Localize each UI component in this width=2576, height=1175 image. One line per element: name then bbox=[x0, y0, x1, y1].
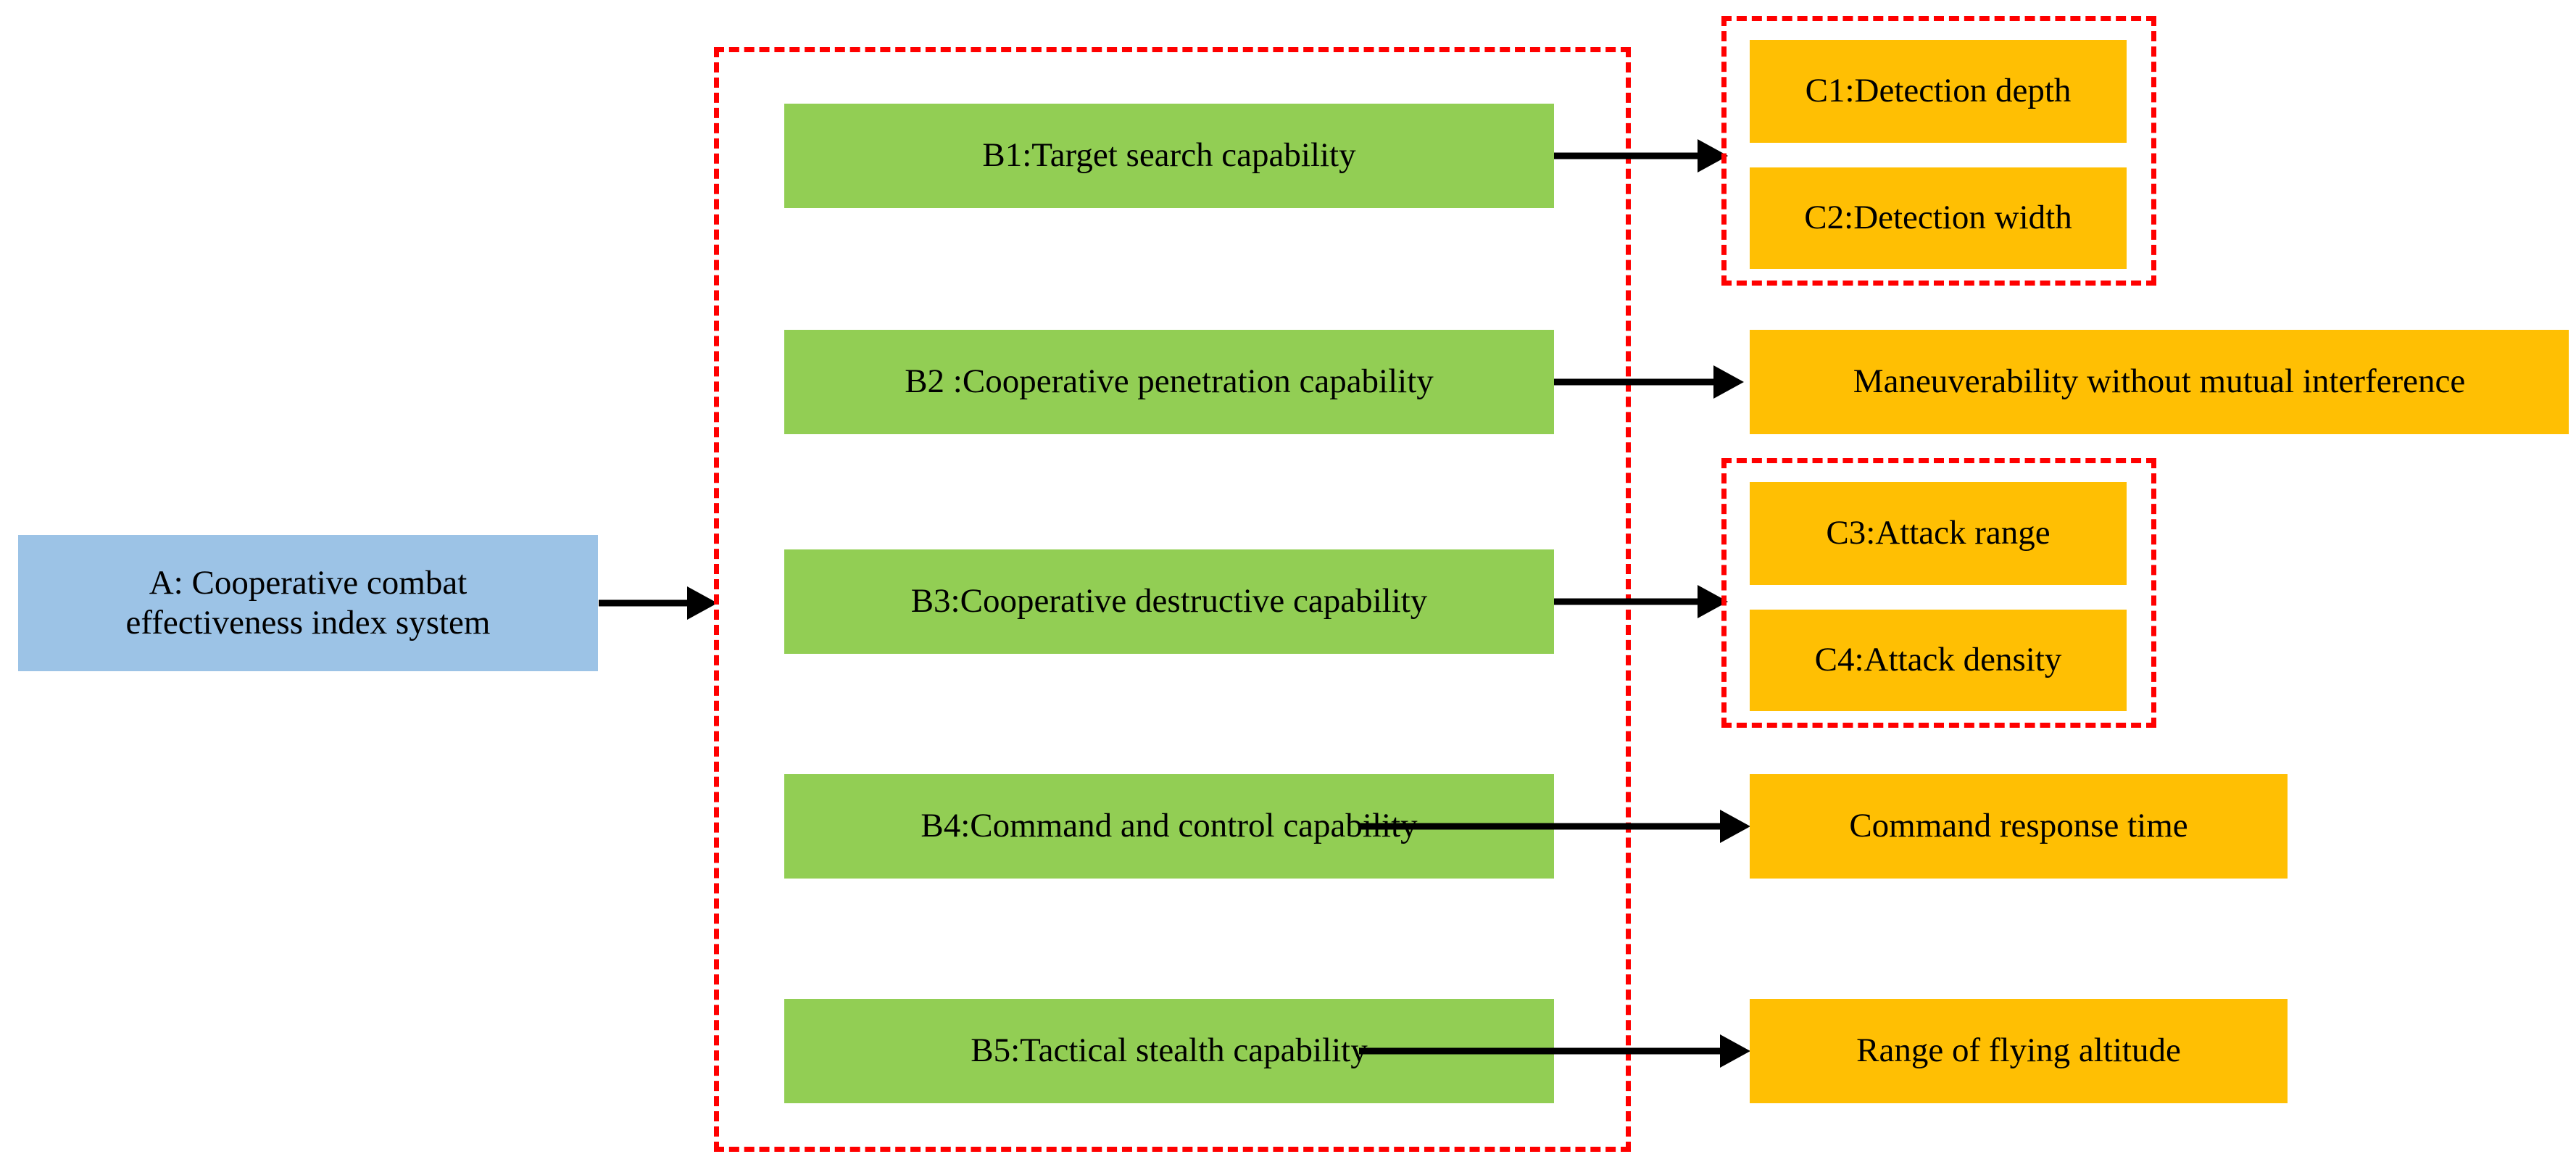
node-range-of-flying-altitude[interactable]: Range of flying altitude bbox=[1750, 999, 2288, 1103]
node-c1[interactable]: C1:Detection depth bbox=[1750, 40, 2127, 143]
node-b5[interactable]: B5:Tactical stealth capability bbox=[784, 999, 1554, 1103]
connector-shaft bbox=[1359, 1047, 1720, 1055]
connector-shaft bbox=[1359, 823, 1720, 830]
node-b1[interactable]: B1:Target search capability bbox=[784, 104, 1554, 208]
node-b4[interactable]: B4:Command and control capability bbox=[784, 774, 1554, 879]
arrowhead-icon bbox=[1720, 810, 1750, 843]
connector-shaft bbox=[1554, 378, 1713, 386]
node-command-response-time[interactable]: Command response time bbox=[1750, 774, 2288, 879]
arrowhead-icon bbox=[1698, 585, 1728, 618]
connector-shaft bbox=[1554, 152, 1698, 159]
connector-shaft bbox=[1554, 598, 1698, 605]
node-b3[interactable]: B3:Cooperative destructive capability bbox=[784, 549, 1554, 654]
arrowhead-icon bbox=[1698, 139, 1728, 173]
node-c3[interactable]: C3:Attack range bbox=[1750, 482, 2127, 585]
connector-shaft bbox=[599, 599, 687, 607]
node-b2[interactable]: B2 :Cooperative penetration capability bbox=[784, 330, 1554, 434]
node-c4[interactable]: C4:Attack density bbox=[1750, 610, 2127, 711]
arrowhead-icon bbox=[687, 586, 718, 620]
node-maneuverability[interactable]: Maneuverability without mutual interfere… bbox=[1750, 330, 2569, 434]
arrowhead-icon bbox=[1720, 1034, 1750, 1068]
node-c2[interactable]: C2:Detection width bbox=[1750, 167, 2127, 269]
arrowhead-icon bbox=[1713, 365, 1744, 399]
node-a-root[interactable]: A: Cooperative combat effectiveness inde… bbox=[18, 535, 598, 671]
